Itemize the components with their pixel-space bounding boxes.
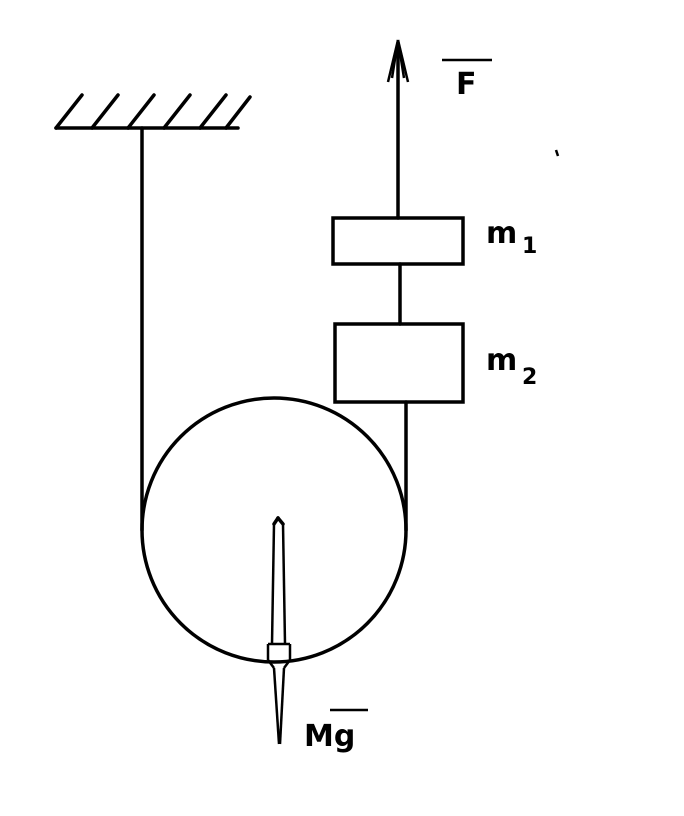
hatch-mark	[54, 93, 84, 130]
stray-mark	[554, 149, 560, 157]
weight-label: Mg	[304, 719, 355, 754]
hatch-mark	[90, 93, 120, 130]
weight-arrow	[266, 516, 292, 745]
ceiling-support	[54, 93, 252, 130]
force-arrow-head	[386, 39, 410, 83]
label-mass-m2: m 2	[486, 343, 537, 390]
label-mass-m1: m 1	[486, 216, 537, 259]
mass2-subscript: 2	[522, 365, 537, 390]
hatch-mark	[198, 93, 228, 130]
mass-m2-block	[333, 322, 465, 404]
hatch-mark	[224, 95, 252, 130]
label-force: F	[442, 58, 492, 102]
mass-m1-block	[331, 216, 465, 266]
hatch-mark	[162, 93, 192, 130]
label-weight: Mg	[304, 708, 368, 754]
mass1-subscript: 1	[522, 234, 537, 259]
mass1-label: m	[486, 216, 517, 251]
mass2-label: m	[486, 343, 517, 378]
hatch-mark	[126, 93, 156, 130]
force-label: F	[456, 67, 477, 102]
